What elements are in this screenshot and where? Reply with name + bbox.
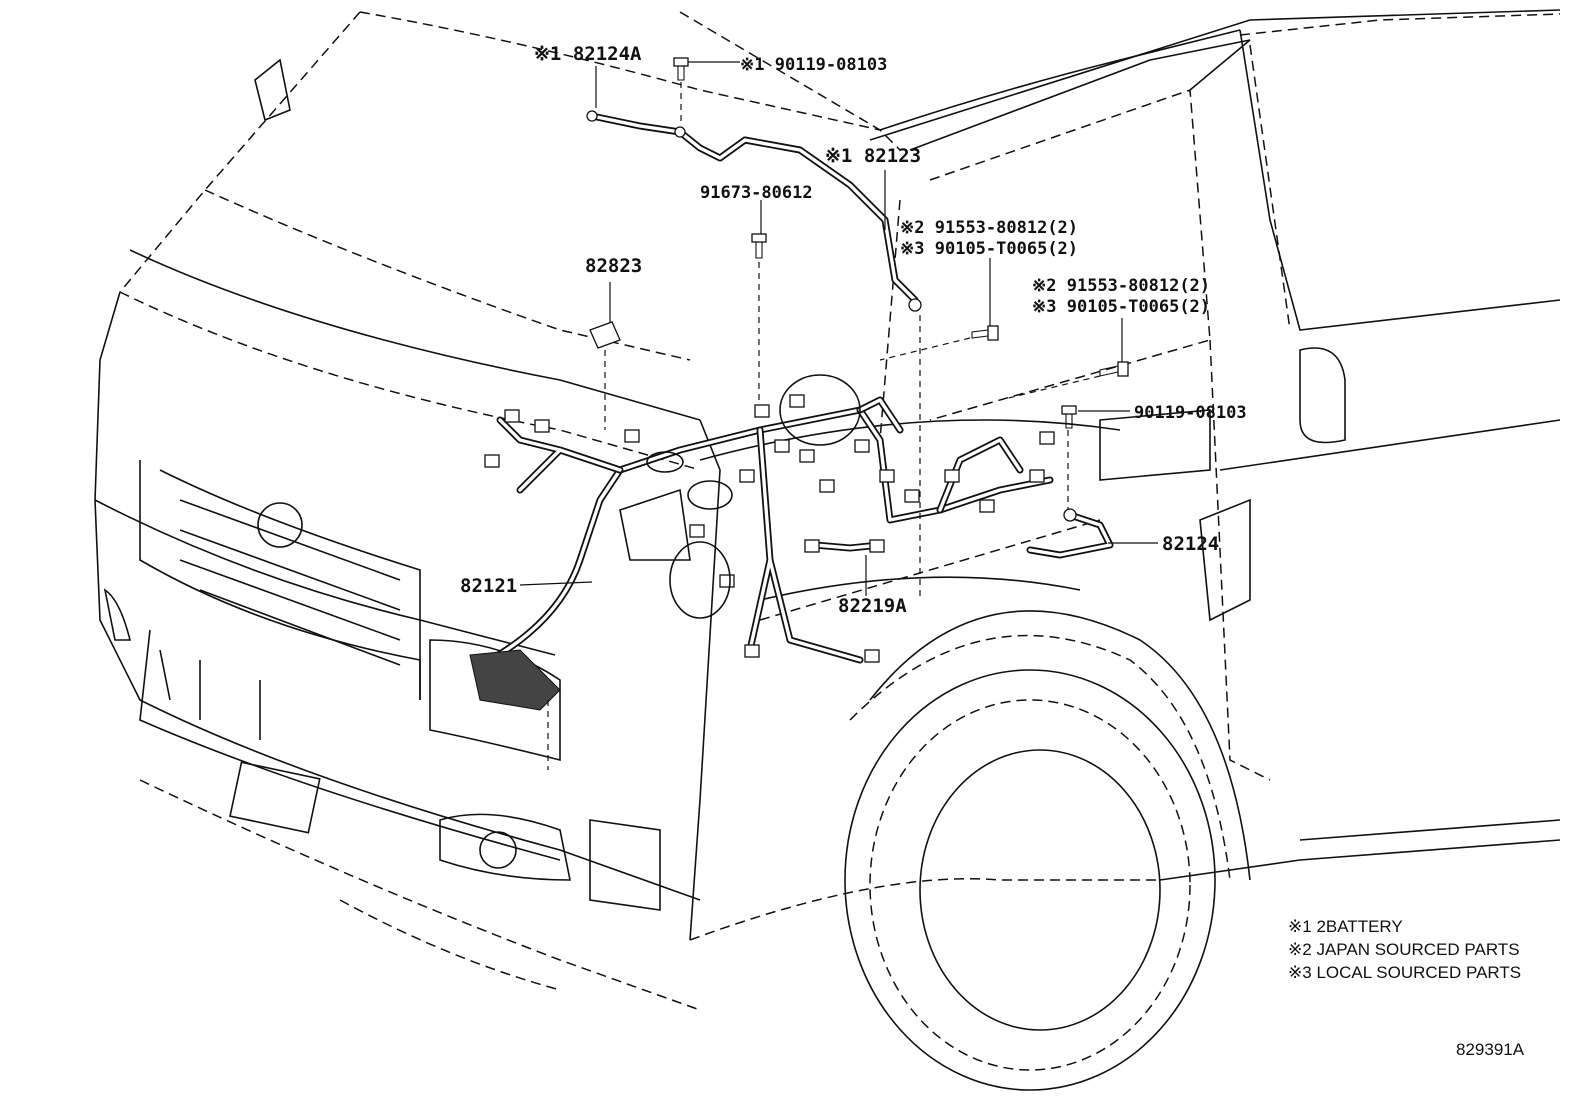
note-1: ※1 2BATTERY — [1288, 917, 1403, 936]
figure-id: 829391A — [1456, 1040, 1525, 1059]
callout-90105-T0065-b: ※3 90105-T0065(2) — [1032, 297, 1210, 317]
callout-91553-80812-a: ※2 91553-80812(2) — [900, 218, 1078, 238]
bolt-icon — [1099, 361, 1129, 377]
callout-90119-08103-side: 90119-08103 — [1134, 403, 1247, 423]
leader-lines — [519, 61, 1158, 770]
callout-90119-08103-top: ※1 90119-08103 — [740, 55, 887, 75]
bolt-icon — [751, 233, 767, 259]
note-2: ※2 JAPAN SOURCED PARTS — [1288, 940, 1520, 959]
bolt-icon — [1061, 405, 1077, 429]
legend-notes: ※1 2BATTERY ※2 JAPAN SOURCED PARTS ※3 LO… — [1288, 917, 1521, 982]
callout-82123: ※1 82123 — [825, 145, 921, 167]
bolt-icon — [673, 57, 689, 81]
engine-room-harness — [469, 110, 1114, 711]
callout-82823: 82823 — [585, 255, 642, 277]
callout-90105-T0065-a: ※3 90105-T0065(2) — [900, 239, 1078, 259]
callout-91553-80812-b: ※2 91553-80812(2) — [1032, 276, 1210, 296]
part-callouts: ※1 82124A ※1 90119-08103 ※1 82123 91673-… — [460, 43, 1247, 617]
callout-82124A: ※1 82124A — [534, 43, 642, 65]
callout-82219A: 82219A — [838, 595, 907, 617]
callout-82121: 82121 — [460, 575, 517, 597]
vehicle-body — [94, 9, 1561, 1091]
callout-82124: 82124 — [1162, 533, 1219, 555]
fasteners — [673, 57, 1129, 429]
callout-91673-80612: 91673-80612 — [700, 183, 813, 203]
note-3: ※3 LOCAL SOURCED PARTS — [1288, 963, 1521, 982]
bolt-icon — [971, 325, 999, 341]
